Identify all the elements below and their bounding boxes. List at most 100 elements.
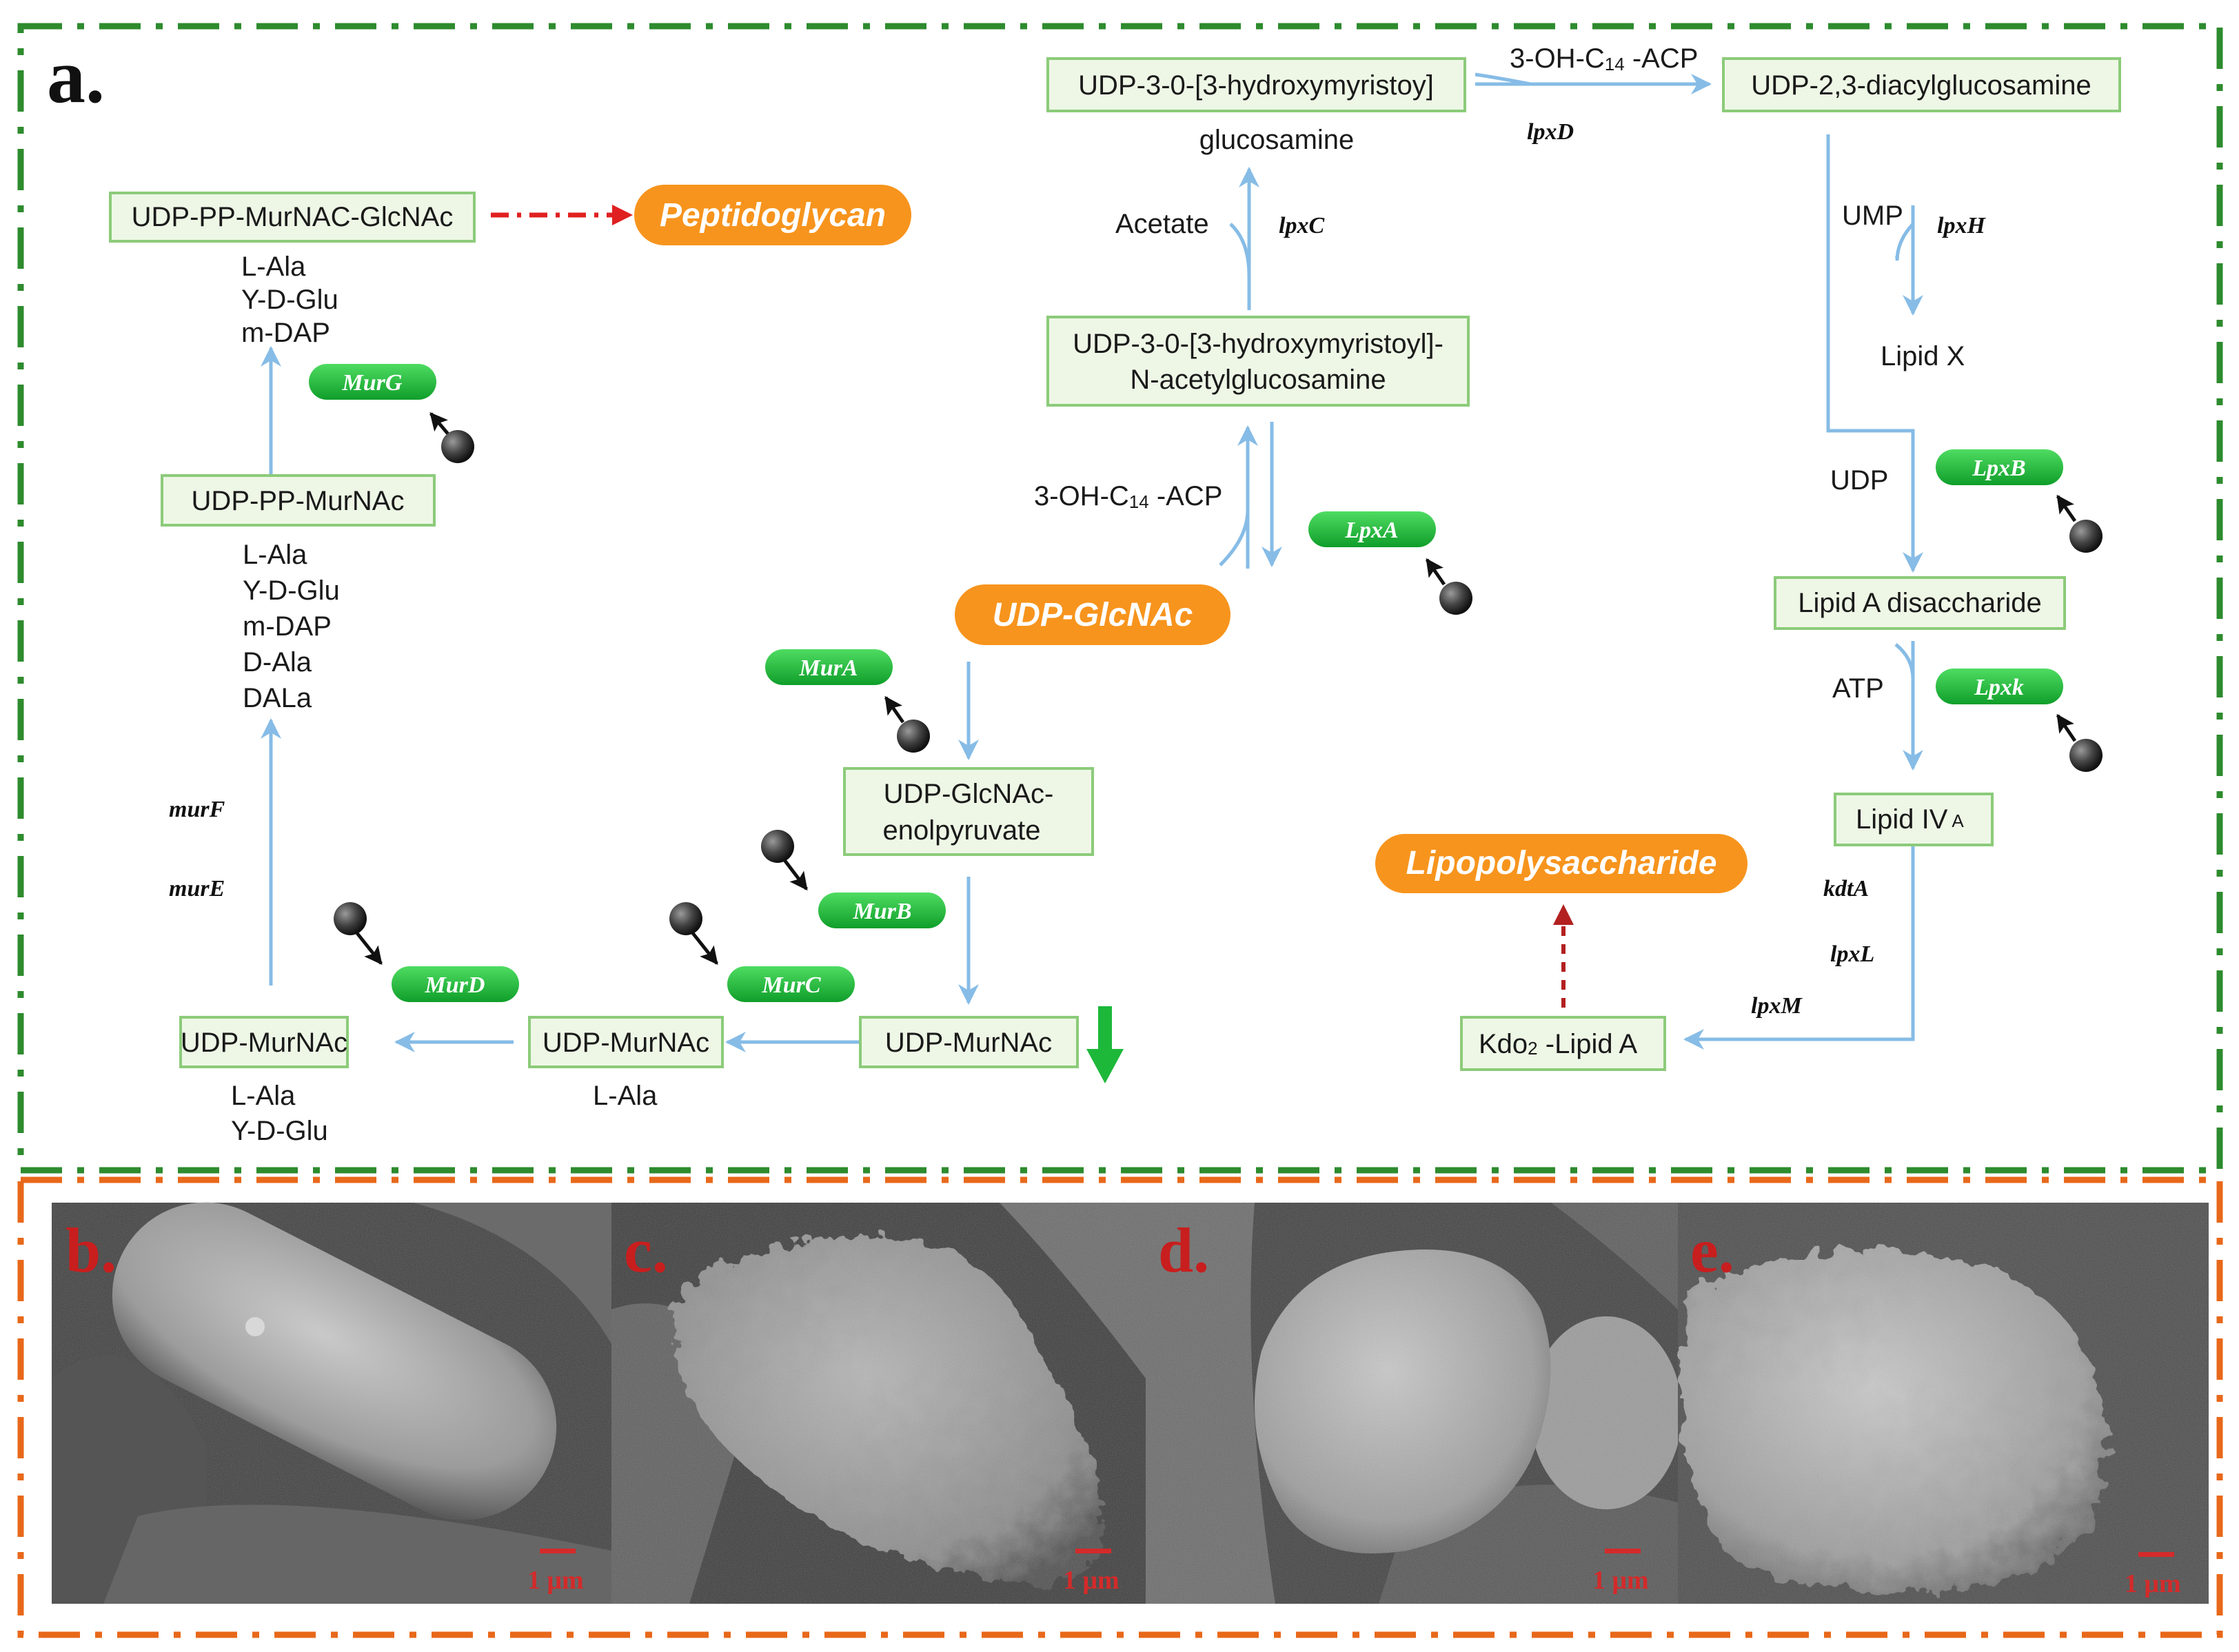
enzyme-murg: MurG — [309, 364, 474, 463]
svg-text:Y-D-Glu: Y-D-Glu — [241, 285, 338, 315]
acp-top-label: 3-OH-C14 -ACP — [1510, 43, 1698, 74]
box-udp-glcnac-enolpyruvate: UDP-GlcNAc- enolpyruvate — [843, 767, 1094, 856]
box-udp-pp-murnac-glcnac: UDP-PP-MurNAC-GlcNAc — [109, 192, 476, 243]
sem-panel-d: d. 1 μm — [1146, 1203, 1682, 1604]
box-udp-murnac-right: UDP-MurNAc — [859, 1016, 1079, 1068]
green-down-arrow — [1086, 1006, 1124, 1083]
svg-text:MurG: MurG — [342, 370, 403, 396]
svg-text:UDP-MurNAc: UDP-MurNAc — [885, 1028, 1052, 1058]
panel-a-border — [17, 23, 2223, 1174]
enzyme-mura: MurA — [765, 649, 930, 753]
panels-be-border — [17, 1176, 2223, 1638]
amino-acids-top: L-Ala Y-D-Glu m-DAP — [241, 252, 338, 348]
box-lipid-a-disaccharide: Lipid A disaccharide — [1774, 576, 2066, 630]
svg-text:DALa: DALa — [243, 683, 312, 713]
acetate-label: Acetate — [1115, 209, 1209, 239]
svg-text:m-DAP: m-DAP — [241, 318, 330, 348]
box-kdo2-lipid-a: Kdo2 -Lipid A — [1460, 1016, 1666, 1071]
svg-text:UDP-PP-MurNAC-GlcNAc: UDP-PP-MurNAC-GlcNAc — [132, 202, 454, 232]
gene-lpxh: lpxH — [1937, 213, 1986, 238]
amino-acid-bottom-middle: L-Ala — [593, 1081, 658, 1111]
enzyme-lpxk: Lpxk — [1936, 669, 2103, 772]
svg-text:b.: b. — [65, 1215, 116, 1285]
sem-panel-e: e. 1 μm — [1678, 1203, 2209, 1604]
arrow-acp-top-in — [1475, 72, 1531, 86]
svg-text:MurA: MurA — [798, 655, 858, 681]
box-udp-pp-murnac: UDP-PP-MurNAc — [161, 474, 436, 527]
svg-text:UDP-3-0-[3-hydroxymyristoy]: UDP-3-0-[3-hydroxymyristoy] — [1078, 70, 1434, 101]
arrow-to-kdo2 — [1683, 846, 1915, 1050]
box-udp-murnac-left: UDP-MurNAc — [179, 1016, 349, 1068]
svg-text:UDP-MurNAc: UDP-MurNAc — [543, 1028, 709, 1058]
panel-a-label: a. — [47, 34, 105, 119]
amino-acids-bottom-left: L-Ala Y-D-Glu — [231, 1081, 328, 1146]
amino-acids-middle: L-Ala Y-D-Glu m-DAP D-Ala DALa — [243, 540, 340, 713]
gene-lpxm: lpxM — [1751, 993, 1803, 1019]
atp-label: ATP — [1832, 673, 1884, 704]
enzyme-lpxa: LpxA — [1308, 511, 1472, 615]
enzyme-lpxb: LpxB — [1936, 449, 2103, 553]
svg-text:c.: c. — [624, 1215, 668, 1285]
svg-text:LpxB: LpxB — [1972, 456, 2025, 481]
enzyme-murb: MurB — [761, 830, 946, 928]
svg-text:e.: e. — [1690, 1215, 1734, 1285]
svg-text:L-Ala: L-Ala — [243, 540, 307, 570]
enzyme-murc: MurC — [669, 902, 855, 1002]
box-udp-murnac-middle: UDP-MurNAc — [528, 1016, 724, 1068]
svg-text:UDP-GlcNAc: UDP-GlcNAc — [993, 597, 1193, 633]
svg-text:enolpyruvate: enolpyruvate — [882, 815, 1040, 846]
svg-text:LpxA: LpxA — [1344, 518, 1398, 543]
sem-panel-c: c. 1 μm — [611, 1203, 1146, 1604]
pathway-arrows — [261, 72, 1923, 1052]
svg-text:UDP-MurNAc: UDP-MurNAc — [181, 1028, 347, 1058]
arrow-ump-out — [1894, 223, 1914, 261]
svg-text:N-acetylglucosamine: N-acetylglucosamine — [1130, 365, 1386, 395]
arrow-to-lipid-a-disacch — [1826, 134, 1923, 573]
svg-text:Y-D-Glu: Y-D-Glu — [231, 1116, 328, 1146]
gene-mure: murE — [169, 876, 225, 901]
box-hydroxymyristoy: UDP-3-0-[3-hydroxymyristoy] — [1046, 57, 1466, 112]
svg-text:1 μm: 1 μm — [1592, 1566, 1649, 1595]
svg-text:UDP-GlcNAc-: UDP-GlcNAc- — [884, 779, 1054, 809]
svg-text:UDP-2,3-diacylglucosamine: UDP-2,3-diacylglucosamine — [1751, 70, 2091, 101]
gene-lpxd: lpxD — [1527, 119, 1574, 145]
svg-text:Y-D-Glu: Y-D-Glu — [243, 575, 340, 606]
udp-label: UDP — [1830, 465, 1888, 496]
product-udp-glcnac: UDP-GlcNAc — [955, 584, 1230, 645]
arrow-atp-in — [1894, 643, 1915, 680]
svg-text:L-Ala: L-Ala — [241, 252, 306, 282]
svg-text:1 μm: 1 μm — [2125, 1569, 2181, 1598]
acp-middle-label: 3-OH-C14 -ACP — [1034, 481, 1222, 512]
svg-text:m-DAP: m-DAP — [243, 611, 332, 642]
glucosamine-label: glucosamine — [1199, 125, 1355, 155]
svg-text:Lpxk: Lpxk — [1974, 675, 2024, 700]
svg-text:Peptidoglycan: Peptidoglycan — [660, 197, 886, 234]
box-hydroxymyristoyl-acetylglucosamine: UDP-3-0-[3-hydroxymyristoyl]- N-acetylgl… — [1046, 316, 1470, 407]
ump-label: UMP — [1842, 201, 1903, 231]
svg-text:UDP-3-0-[3-hydroxymyristoyl]-: UDP-3-0-[3-hydroxymyristoyl]- — [1073, 329, 1443, 359]
enzyme-murd: MurD — [334, 902, 519, 1002]
svg-text:UDP-PP-MurNAc: UDP-PP-MurNAc — [192, 486, 405, 516]
gene-murf: murF — [169, 797, 225, 822]
kdo2-text: Kdo2 -Lipid A — [1479, 1029, 1637, 1059]
box-diacylglucosamine: UDP-2,3-diacylglucosamine — [1722, 57, 2121, 112]
svg-text:1 μm: 1 μm — [527, 1566, 584, 1595]
arrow-acp-in — [1219, 509, 1250, 567]
gene-kdta: kdtA — [1823, 876, 1869, 901]
svg-text:d.: d. — [1158, 1215, 1209, 1285]
svg-text:MurD: MurD — [425, 972, 485, 998]
product-lipopolysaccharide: Lipopolysaccharide — [1375, 834, 1747, 893]
svg-text:D-Ala: D-Ala — [243, 647, 312, 677]
sem-panel-b: b. 1 μm — [52, 1202, 611, 1604]
svg-text:Lipopolysaccharide: Lipopolysaccharide — [1406, 845, 1717, 881]
lipid-x-label: Lipid X — [1881, 341, 1965, 371]
svg-text:1 μm: 1 μm — [1063, 1566, 1120, 1595]
svg-text:L-Ala: L-Ala — [231, 1081, 296, 1111]
arrow-acetate-out — [1229, 223, 1251, 276]
svg-text:MurB: MurB — [852, 899, 911, 924]
product-peptidoglycan: Peptidoglycan — [634, 185, 911, 245]
gene-lpxl: lpxL — [1830, 941, 1874, 967]
